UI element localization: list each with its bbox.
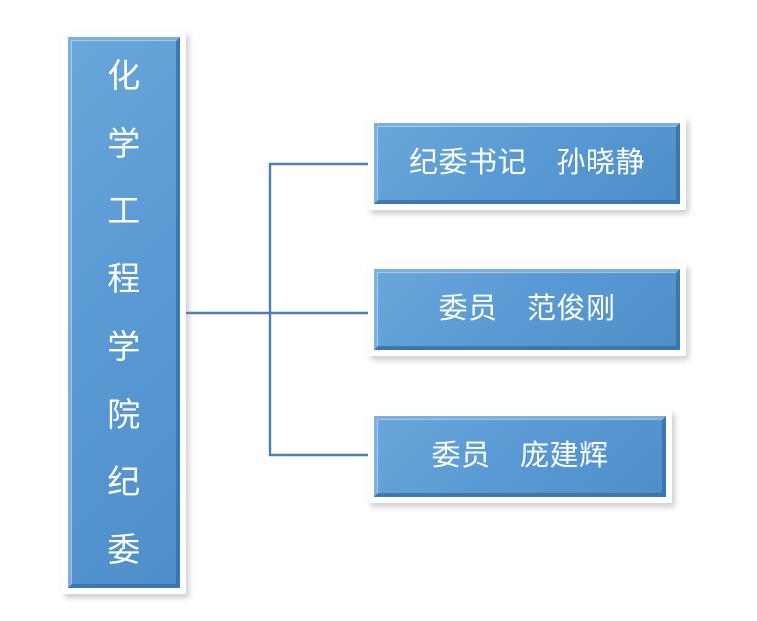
org-node-root-label: 化学工程学院纪委 [107,59,141,566]
org-node-root-char-3: 程 [107,260,141,298]
org-node-root-char-7: 委 [107,530,141,568]
org-node-member-1-label: 委员 范俊刚 [438,293,616,326]
org-node-member-2-label: 委员 庞建辉 [431,440,609,473]
org-node-root[interactable]: 化学工程学院纪委 [62,31,186,594]
org-node-root-char-5: 院 [107,395,141,433]
org-node-root-char-2: 工 [107,192,141,230]
org-node-root-char-0: 化 [107,57,141,95]
org-node-root-char-6: 纪 [107,463,141,501]
org-node-member-2[interactable]: 委员 庞建辉 [368,410,672,503]
org-node-root-body: 化学工程学院纪委 [68,37,180,588]
org-node-secretary-body: 纪委书记 孙晓静 [374,123,680,204]
org-node-member-1-body: 委员 范俊刚 [374,269,680,350]
org-node-secretary-label: 纪委书记 孙晓静 [408,147,645,180]
org-node-secretary[interactable]: 纪委书记 孙晓静 [368,117,686,210]
org-node-member-2-body: 委员 庞建辉 [374,416,666,497]
org-node-member-1[interactable]: 委员 范俊刚 [368,263,686,356]
org-node-root-char-4: 学 [107,327,141,365]
org-node-root-char-1: 学 [107,124,141,162]
